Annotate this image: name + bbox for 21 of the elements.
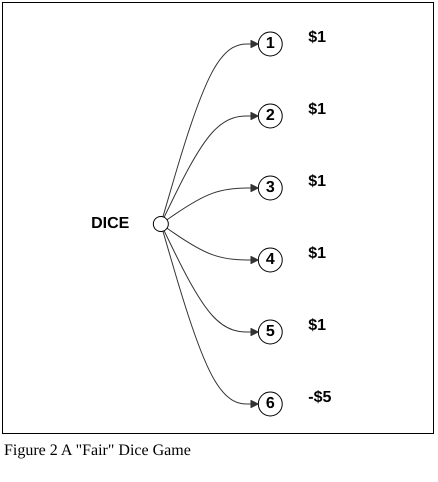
arrow [164,230,259,336]
node-circle: 5 [258,320,283,344]
node-circle: 4 [258,248,283,272]
node-label: $1 [308,29,326,46]
figure-caption: Figure 2 A "Fair" Dice Game [4,442,192,460]
node-label: $1 [308,245,326,262]
node-label: DICE [91,215,130,232]
arrow [164,112,259,218]
arrow [166,184,259,220]
node-circle: 6 [258,392,283,416]
arrow [166,228,259,264]
node-circle: 1 [258,32,283,56]
node-label: $1 [308,317,326,334]
node-circle [152,216,169,232]
arrow [162,40,259,218]
node-label: $1 [308,101,326,118]
arrow [162,230,259,408]
node-label: -$5 [308,389,332,406]
node-circle: 2 [258,104,283,128]
node-label: $1 [308,173,326,190]
node-circle: 3 [258,176,283,200]
